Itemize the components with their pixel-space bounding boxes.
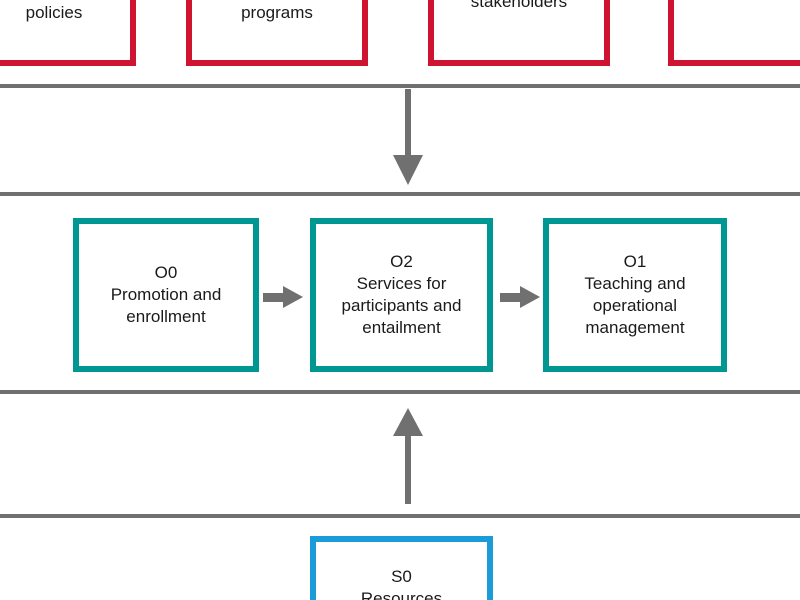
arrow-right-shaft-2 bbox=[500, 293, 522, 302]
arrow-down-shaft bbox=[405, 89, 411, 159]
operational-process-box-o1-label: O1 Teaching and operational management bbox=[584, 251, 686, 338]
arrow-down-head bbox=[393, 155, 423, 185]
arrow-up-icon bbox=[393, 408, 423, 504]
strategic-process-box-2-label: the degree programs bbox=[241, 3, 313, 22]
arrow-up-head bbox=[393, 408, 423, 436]
operational-process-box-o2[interactable]: O2 Services for participants and entailm… bbox=[310, 218, 493, 372]
support-process-box-s0-label: S0 Resources bbox=[360, 567, 443, 600]
band-divider-support-top bbox=[0, 514, 800, 518]
strategic-process-box-2[interactable]: the degree programs bbox=[186, 0, 368, 66]
strategic-process-box-1[interactable]: the centre's policies bbox=[0, 0, 136, 66]
operational-process-box-o2-label: O2 Services for participants and entailm… bbox=[341, 251, 462, 338]
operational-process-box-o1[interactable]: O1 Teaching and operational management bbox=[543, 218, 727, 372]
strategic-process-box-3[interactable]: stakeholders bbox=[428, 0, 610, 66]
band-divider-operational-bottom bbox=[0, 390, 800, 394]
arrow-right-head-2 bbox=[520, 286, 540, 308]
arrow-right-icon-o0-to-o2 bbox=[263, 286, 303, 308]
band-divider-operational-top bbox=[0, 192, 800, 196]
arrow-right-icon-o2-to-o1 bbox=[500, 286, 540, 308]
band-divider-strategic-bottom bbox=[0, 84, 800, 88]
arrow-right-shaft-1 bbox=[263, 293, 285, 302]
support-process-box-s0[interactable]: S0 Resources bbox=[310, 536, 493, 600]
strategic-process-box-1-label: the centre's policies bbox=[25, 3, 83, 22]
strategic-process-box-4[interactable] bbox=[668, 0, 800, 66]
operational-process-box-o0[interactable]: O0 Promotion and enrollment bbox=[73, 218, 259, 372]
arrow-right-head-1 bbox=[283, 286, 303, 308]
arrow-up-shaft bbox=[405, 434, 411, 504]
arrow-down-icon bbox=[393, 89, 423, 185]
strategic-process-box-3-label: stakeholders bbox=[470, 0, 568, 11]
operational-process-box-o0-label: O0 Promotion and enrollment bbox=[110, 262, 222, 327]
